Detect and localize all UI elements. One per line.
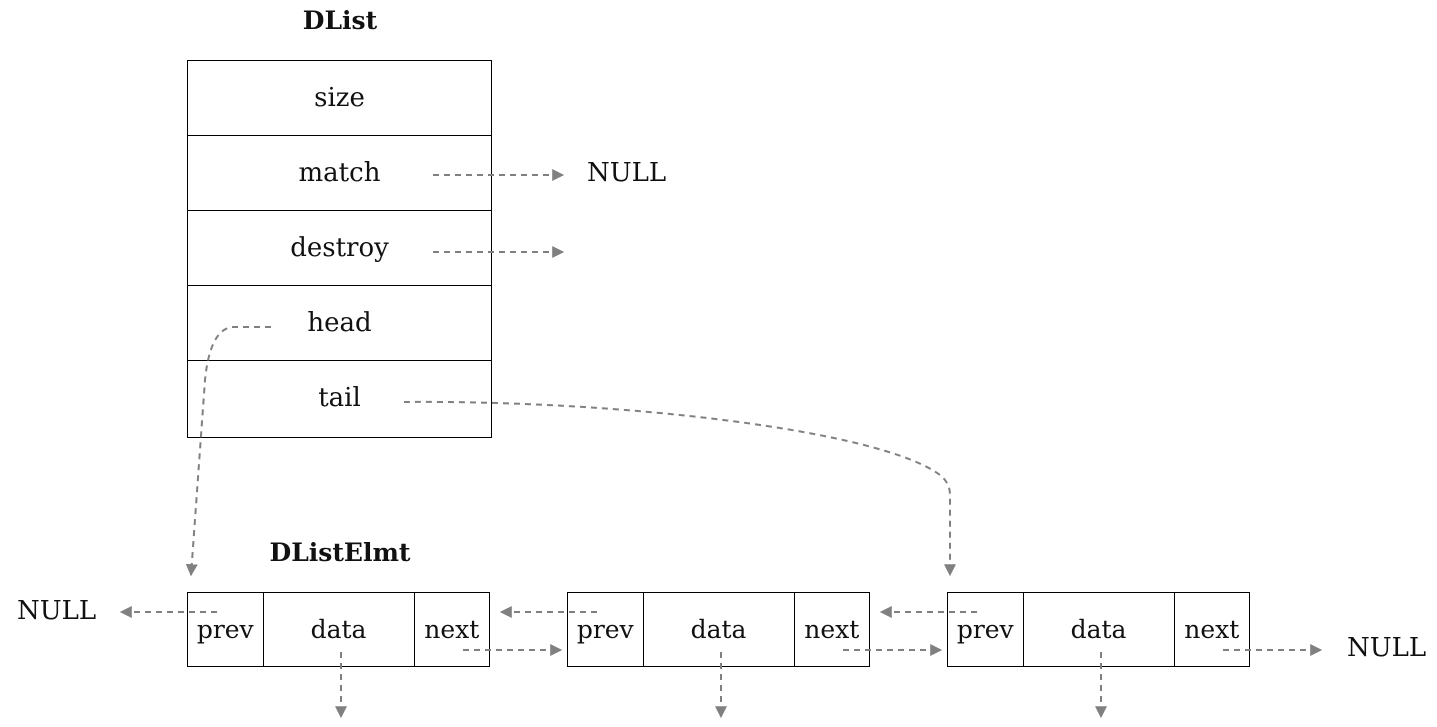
- node-next-cell: next: [424, 615, 480, 644]
- list-node-2: prev data next: [567, 592, 870, 667]
- field-head: head: [188, 286, 491, 361]
- field-tail: tail: [318, 383, 361, 413]
- prev-null-label: NULL: [17, 596, 97, 626]
- next-null-label: NULL: [1347, 633, 1427, 663]
- field-size: size: [188, 61, 491, 136]
- match-null-label: NULL: [587, 158, 667, 188]
- node-data-cell: data: [644, 593, 795, 666]
- node-prev-cell: prev: [568, 593, 644, 666]
- list-node-1: prev data next: [187, 592, 490, 667]
- node-data-cell: data: [1024, 593, 1175, 666]
- node-next-cell: next: [804, 615, 860, 644]
- dlist-struct: size match destroy head tail: [187, 60, 492, 438]
- node-prev-cell: prev: [948, 593, 1024, 666]
- field-destroy: destroy: [188, 211, 491, 286]
- node-data-cell: data: [264, 593, 415, 666]
- list-node-3: prev data next: [947, 592, 1250, 667]
- node-next-cell: next: [1184, 615, 1240, 644]
- field-match: match: [188, 136, 491, 211]
- node-prev-cell: prev: [188, 593, 264, 666]
- dlistelmt-title: DListElmt: [269, 538, 411, 567]
- dlist-title: DList: [302, 6, 378, 35]
